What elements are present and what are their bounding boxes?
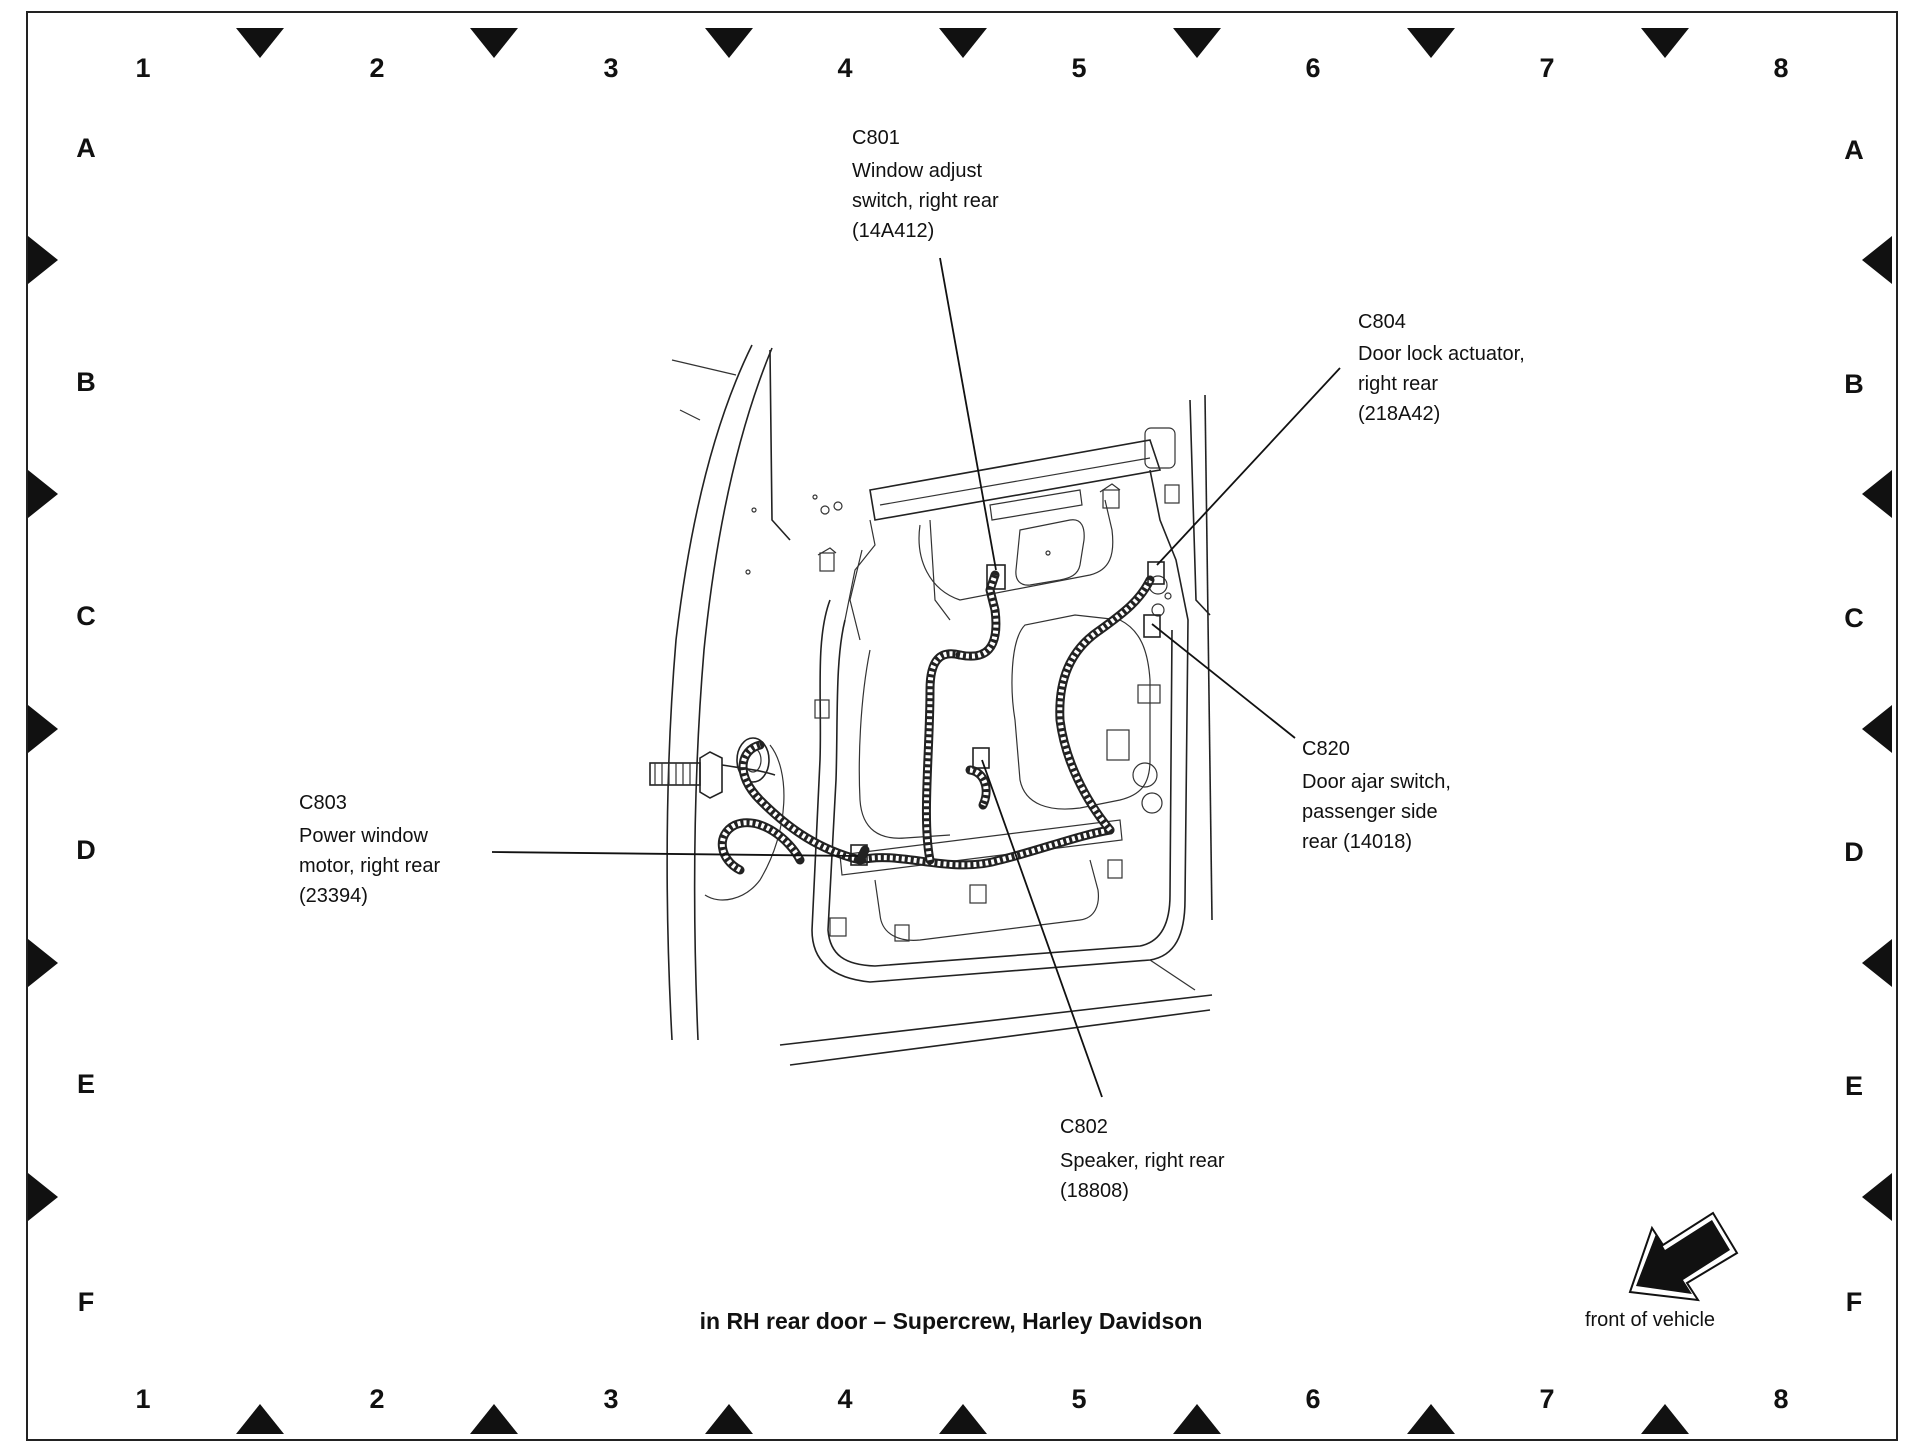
callout-id: C802: [1060, 1116, 1108, 1138]
row-label: F: [1846, 1287, 1863, 1317]
callout-line: (23394): [299, 885, 368, 907]
leader-lines: [491, 257, 1341, 1098]
row-label: B: [76, 367, 96, 397]
col-label: 2: [369, 1384, 384, 1414]
row-label: D: [76, 835, 96, 865]
col-label: 8: [1773, 53, 1788, 83]
callout-line: (218A42): [1358, 403, 1440, 425]
callout-line: switch, right rear: [852, 190, 999, 212]
callout-id: C801: [852, 127, 900, 149]
callout-c803: C803 Power window motor, right rear (233…: [299, 792, 441, 907]
arrow-down-left-icon: [1628, 1211, 1739, 1302]
right-zone-markers: [1862, 236, 1892, 1221]
col-label: 3: [603, 53, 618, 83]
col-label: 3: [603, 1384, 618, 1414]
callout-c820: C820 Door ajar switch, passenger side re…: [1302, 738, 1451, 853]
row-labels-left: A B C D E F: [76, 133, 96, 1317]
connector-c802: [972, 747, 990, 769]
callout-line: Door ajar switch,: [1302, 771, 1451, 793]
callout-line: motor, right rear: [299, 855, 441, 877]
col-label: 4: [837, 53, 852, 83]
harness-connectors: [850, 561, 1165, 866]
callout-line: (18808): [1060, 1180, 1129, 1202]
callout-line: (14A412): [852, 220, 934, 242]
callout-id: C820: [1302, 738, 1350, 760]
callout-line: Window adjust: [852, 160, 983, 182]
column-labels-top: 1 2 3 4 5 6 7 8: [135, 53, 1788, 83]
row-label: A: [1844, 135, 1864, 165]
callout-line: Power window: [299, 825, 429, 847]
row-label: C: [76, 601, 96, 631]
callout-line: Speaker, right rear: [1060, 1150, 1225, 1172]
connector-c803: [850, 844, 868, 866]
row-label: D: [1844, 837, 1864, 867]
col-label: 4: [837, 1384, 852, 1414]
bottom-zone-markers: [236, 1404, 1689, 1434]
col-label: 6: [1305, 1384, 1320, 1414]
row-label: F: [78, 1287, 95, 1317]
column-labels-bottom: 1 2 3 4 5 6 7 8: [135, 1384, 1788, 1414]
col-label: 5: [1071, 53, 1086, 83]
row-labels-right: A B C D E F: [1844, 135, 1864, 1317]
callout-line: right rear: [1358, 373, 1438, 395]
row-label: C: [1844, 603, 1864, 633]
row-label: E: [77, 1069, 95, 1099]
col-label: 8: [1773, 1384, 1788, 1414]
col-label: 7: [1539, 53, 1554, 83]
callout-line: passenger side: [1302, 801, 1438, 823]
callout-id: C804: [1358, 311, 1406, 333]
col-label: 1: [135, 53, 150, 83]
col-label: 7: [1539, 1384, 1554, 1414]
col-label: 2: [369, 53, 384, 83]
diagram-caption: in RH rear door – Supercrew, Harley Davi…: [700, 1308, 1203, 1334]
callout-id: C803: [299, 792, 347, 814]
connector-c820: [1143, 614, 1161, 638]
callout-c801: C801 Window adjust switch, right rear (1…: [852, 127, 999, 242]
connector-c804: [1147, 561, 1165, 585]
row-label: B: [1844, 369, 1864, 399]
top-zone-markers: [236, 28, 1689, 58]
callout-line: rear (14018): [1302, 831, 1412, 853]
page-border: [26, 11, 1898, 1441]
callout-c804: C804 Door lock actuator, right rear (218…: [1358, 311, 1525, 425]
col-label: 6: [1305, 53, 1320, 83]
col-label: 1: [135, 1384, 150, 1414]
row-label: A: [76, 133, 96, 163]
front-of-vehicle-label: front of vehicle: [1585, 1309, 1715, 1331]
row-label: E: [1845, 1071, 1863, 1101]
callout-line: Door lock actuator,: [1358, 343, 1525, 365]
wire-harness: [717, 570, 1155, 875]
callout-c802: C802 Speaker, right rear (18808): [1060, 1116, 1225, 1202]
left-zone-markers: [28, 236, 58, 1221]
col-label: 5: [1071, 1384, 1086, 1414]
